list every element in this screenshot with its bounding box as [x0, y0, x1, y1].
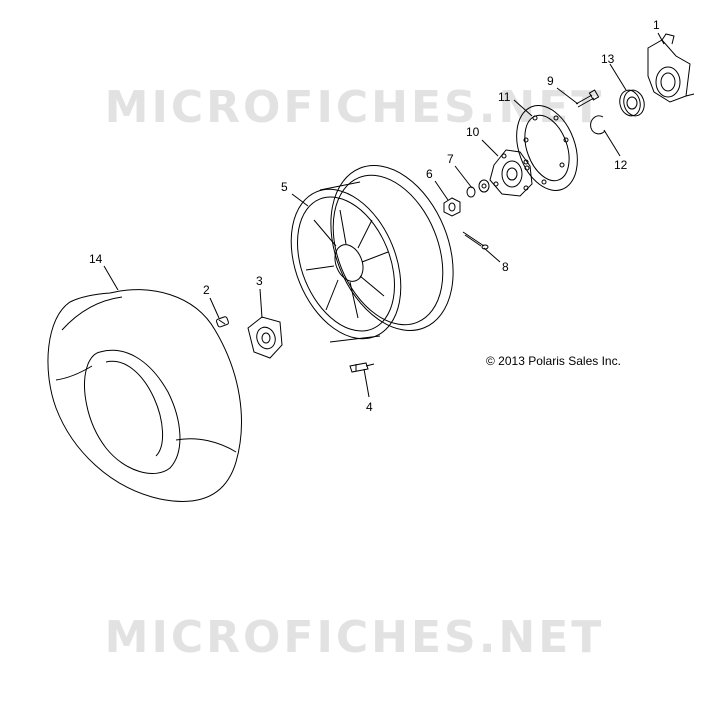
leader-lines: [103, 32, 665, 398]
callout-11: 11: [498, 90, 511, 104]
watermark-bottom: MICROFICHES.NET: [104, 612, 605, 663]
callout-9: 9: [547, 74, 554, 88]
wheel-hub: [489, 149, 533, 197]
watermark-top: MICROFICHES.NET: [104, 82, 605, 133]
copyright-notice: © 2013 Polaris Sales Inc.: [486, 354, 621, 368]
center-cap: [247, 316, 283, 359]
callout-3: 3: [256, 274, 263, 288]
callout-2: 2: [203, 283, 210, 297]
wheel-bearing: [619, 89, 645, 117]
valve-stem: [215, 316, 229, 328]
callout-4: 4: [366, 400, 373, 414]
cotter-pin: [462, 231, 489, 250]
wheel-rim: [290, 165, 454, 343]
callout-7: 7: [447, 152, 454, 166]
callout-8: 8: [502, 260, 509, 274]
tire: [47, 289, 242, 502]
lug-nut: [443, 197, 461, 217]
snap-ring: [590, 115, 606, 135]
washers: [466, 179, 490, 198]
callout-14: 14: [89, 252, 103, 266]
hub-bolt: [575, 89, 600, 108]
callout-12: 12: [614, 158, 628, 172]
callout-13: 13: [601, 52, 615, 66]
steering-knuckle: [647, 33, 695, 103]
lug-stud: [349, 362, 375, 373]
brake-disc: [516, 105, 578, 191]
callout-6: 6: [426, 167, 433, 181]
callout-10: 10: [466, 125, 480, 139]
callout-1: 1: [653, 18, 660, 32]
callout-5: 5: [281, 180, 288, 194]
